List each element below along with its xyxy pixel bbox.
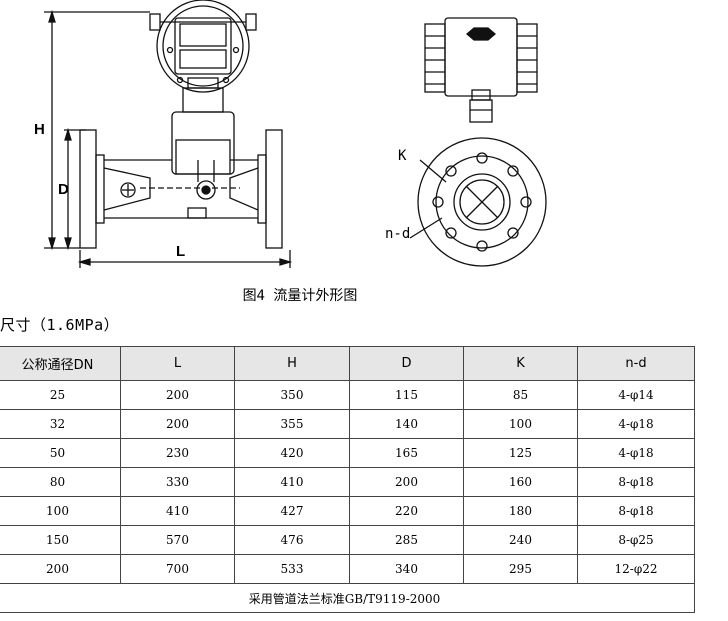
- cell-dn: 32: [0, 409, 121, 439]
- header-d: D: [349, 346, 464, 381]
- cell-d: 340: [349, 554, 464, 584]
- cell-h: 350: [234, 380, 350, 410]
- cell-l: 230: [120, 438, 235, 468]
- table-row: 50 230 420 165 125 4-φ18: [0, 438, 695, 468]
- cell-nd: 8-φ18: [577, 467, 695, 497]
- cell-dn: 150: [0, 525, 121, 555]
- cell-dn: 80: [0, 467, 121, 497]
- dim-nd-label: n-d: [385, 226, 410, 242]
- cell-h: 427: [234, 496, 350, 526]
- cell-nd: 8-φ18: [577, 496, 695, 526]
- cell-k: 240: [463, 525, 578, 555]
- cell-l: 200: [120, 380, 235, 410]
- side-view: [409, 17, 547, 267]
- cell-dn: 25: [0, 380, 121, 410]
- table-row: 150 570 476 285 240 8-φ25: [0, 525, 695, 555]
- cell-k: 295: [463, 554, 578, 584]
- table-header-row: 公称通径DN L H D K n-d: [0, 346, 695, 381]
- cell-nd: 12-φ22: [577, 554, 695, 584]
- cell-k: 160: [463, 467, 578, 497]
- table-row: 200 700 533 340 295 12-φ22: [0, 554, 695, 584]
- cell-l: 330: [120, 467, 235, 497]
- cell-d: 285: [349, 525, 464, 555]
- header-dn: 公称通径DN: [0, 346, 121, 381]
- cell-h: 533: [234, 554, 350, 584]
- header-l: L: [120, 346, 235, 381]
- cell-dn: 100: [0, 496, 121, 526]
- front-view: [44, 0, 293, 268]
- cell-h: 420: [234, 438, 350, 468]
- cell-l: 410: [120, 496, 235, 526]
- dim-h-label: H: [34, 121, 45, 138]
- dimension-table: 公称通径DN L H D K n-d 25 200 350 115 85 4-φ…: [0, 346, 695, 613]
- figure-caption: 图4 流量计外形图: [242, 288, 358, 304]
- table-row: 100 410 427 220 180 8-φ18: [0, 496, 695, 526]
- flowmeter-outline-drawing: H D L K n-d: [34, 0, 547, 268]
- table-row: 32 200 355 140 100 4-φ18: [0, 409, 695, 439]
- cell-k: 125: [463, 438, 578, 468]
- cell-h: 476: [234, 525, 350, 555]
- cell-nd: 4-φ18: [577, 438, 695, 468]
- table-note-row: 采用管道法兰标准GB/T9119-2000: [0, 583, 695, 613]
- cell-dn: 50: [0, 438, 121, 468]
- cell-nd: 8-φ25: [577, 525, 695, 555]
- cell-dn: 200: [0, 554, 121, 584]
- dim-d-label: D: [58, 181, 69, 198]
- cell-l: 700: [120, 554, 235, 584]
- header-h: H: [234, 346, 350, 381]
- header-k: K: [463, 346, 578, 381]
- cell-h: 410: [234, 467, 350, 497]
- dim-l-label: L: [176, 243, 185, 260]
- cell-d: 220: [349, 496, 464, 526]
- cell-d: 115: [349, 380, 464, 410]
- cell-l: 200: [120, 409, 235, 439]
- cell-d: 200: [349, 467, 464, 497]
- dim-k-label: K: [398, 148, 407, 164]
- section-title: 尺寸（1.6MPa）: [0, 316, 120, 334]
- cell-h: 355: [234, 409, 350, 439]
- cell-nd: 4-φ18: [577, 409, 695, 439]
- cell-d: 165: [349, 438, 464, 468]
- cell-l: 570: [120, 525, 235, 555]
- cell-k: 100: [463, 409, 578, 439]
- table-row: 25 200 350 115 85 4-φ14: [0, 380, 695, 410]
- header-nd: n-d: [577, 346, 695, 381]
- cell-k: 180: [463, 496, 578, 526]
- table-row: 80 330 410 200 160 8-φ18: [0, 467, 695, 497]
- flange-standard-note: 采用管道法兰标准GB/T9119-2000: [0, 583, 695, 613]
- cell-k: 85: [463, 380, 578, 410]
- cell-nd: 4-φ14: [577, 380, 695, 410]
- cell-d: 140: [349, 409, 464, 439]
